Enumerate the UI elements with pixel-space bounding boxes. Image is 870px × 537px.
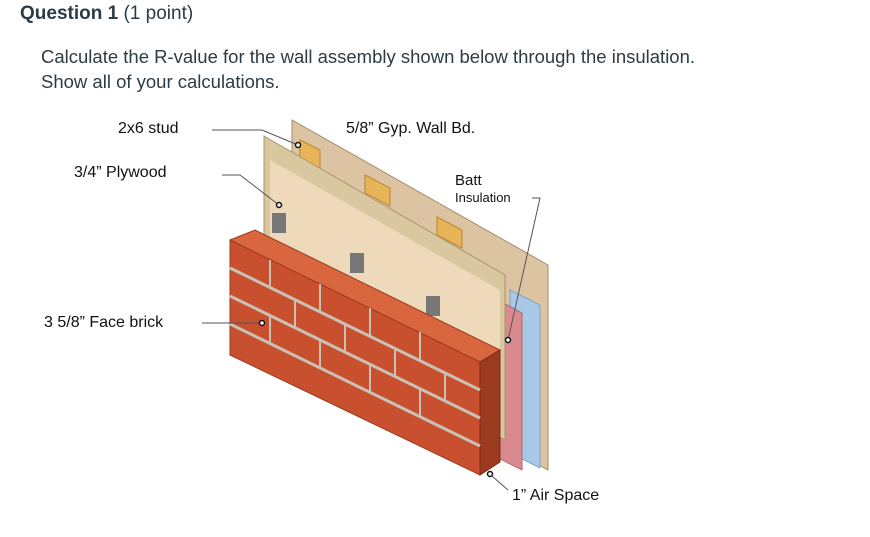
label-insulation: Insulation xyxy=(455,190,511,205)
brick-tie-2 xyxy=(350,253,364,273)
label-face-brick: 3 5/8” Face brick xyxy=(44,314,163,332)
label-batt: Batt xyxy=(455,172,482,189)
brick-tie-3 xyxy=(426,296,440,316)
question-title: Question 1 xyxy=(20,3,118,24)
question-prompt: Calculate the R-value for the wall assem… xyxy=(41,44,841,94)
question-points: (1 point) xyxy=(123,3,193,24)
leader-stud xyxy=(212,130,298,145)
label-plywood: 3/4” Plywood xyxy=(74,164,167,182)
leader-air xyxy=(492,476,508,490)
label-stud: 2x6 stud xyxy=(118,120,178,138)
label-air-space: 1” Air Space xyxy=(512,487,599,505)
question-header: Question 1 (1 point) xyxy=(20,3,193,25)
brick-tie-1 xyxy=(272,213,286,233)
wall-assembly-figure: 2x6 stud 5/8” Gyp. Wall Bd. 3/4” Plywood… xyxy=(0,100,870,537)
prompt-line-1: Calculate the R-value for the wall assem… xyxy=(41,44,841,69)
prompt-line-2: Show all of your calculations. xyxy=(41,69,841,94)
label-gyp-board: 5/8” Gyp. Wall Bd. xyxy=(346,120,475,138)
